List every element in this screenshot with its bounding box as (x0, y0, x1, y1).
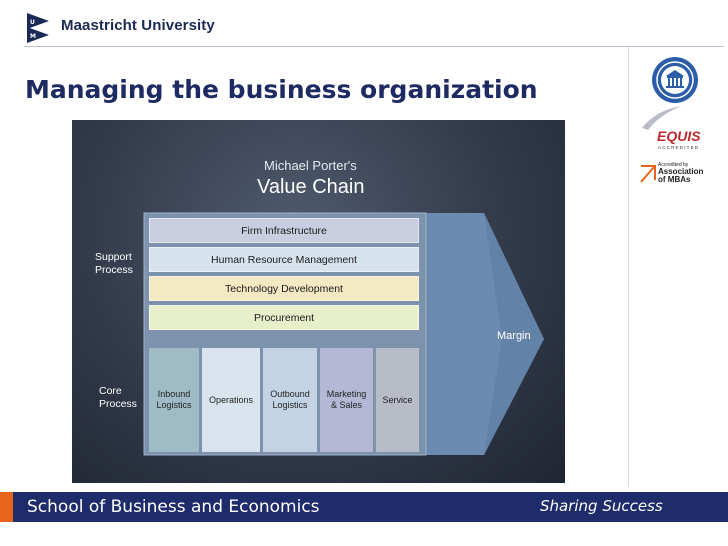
value-chain-shapes (143, 212, 544, 456)
core-activity-line-1: Inbound (157, 389, 191, 399)
svg-text:M: M (30, 33, 36, 40)
core-activity-line-2: Logistics (272, 400, 308, 410)
footer-school-name: School of Business and Economics (27, 497, 320, 517)
value-chain-subtitle: Michael Porter's (264, 158, 357, 173)
value-chain-title: Value Chain (257, 176, 365, 198)
core-activity-line-1: Outbound (270, 389, 310, 399)
core-activity: Marketing& Sales (320, 348, 373, 452)
svg-text:U: U (30, 19, 35, 26)
amba-logo: Accredited by Association of MBAs (658, 162, 703, 184)
support-activity: Procurement (149, 305, 419, 330)
amba-line-2: of MBAs (658, 175, 691, 184)
core-activity-line-2: Logistics (156, 400, 192, 410)
support-label-line-1: Support (95, 251, 132, 263)
support-process-label: Support Process (95, 251, 133, 277)
support-activity: Human Resource Management (149, 247, 419, 272)
core-activity-line-1: Marketing (326, 389, 367, 399)
core-label-line-2: Process (99, 398, 137, 410)
core-process-label: Core Process (99, 385, 137, 411)
support-activity: Technology Development (149, 276, 419, 301)
university-name: Maastricht University (61, 17, 215, 34)
equis-logo: EQUIS (657, 128, 701, 144)
footer-accent (0, 492, 13, 522)
core-activity: Operations (202, 348, 260, 452)
core-activity-line-1: Service (382, 394, 413, 405)
footer-slogan: Sharing Success (540, 497, 663, 515)
core-activity-line-2: & Sales (330, 400, 362, 410)
footer-bar (0, 492, 728, 522)
sidebar-divider (628, 47, 629, 487)
header-divider (24, 46, 724, 47)
core-label-line-1: Core (99, 385, 122, 397)
margin-label: Margin (497, 330, 531, 342)
equis-logo-swoosh (642, 106, 682, 130)
amba-small-label: Accredited by (658, 162, 689, 168)
support-label-line-2: Process (95, 264, 133, 276)
core-activity-line-1: Operations (208, 394, 254, 405)
support-activity: Firm Infrastructure (149, 218, 419, 243)
amba-line-1: Association (658, 167, 704, 176)
amba-logo-icon (640, 165, 656, 183)
university-seal-icon (652, 57, 698, 103)
university-logo: U M (27, 13, 49, 43)
page-title: Managing the business organization (25, 75, 538, 104)
equis-accredited-label: ACCREDITED (658, 145, 700, 150)
core-activity: Service (376, 348, 419, 452)
value-chain-diagram: Michael Porter's Value Chain Support Pro… (72, 120, 565, 483)
